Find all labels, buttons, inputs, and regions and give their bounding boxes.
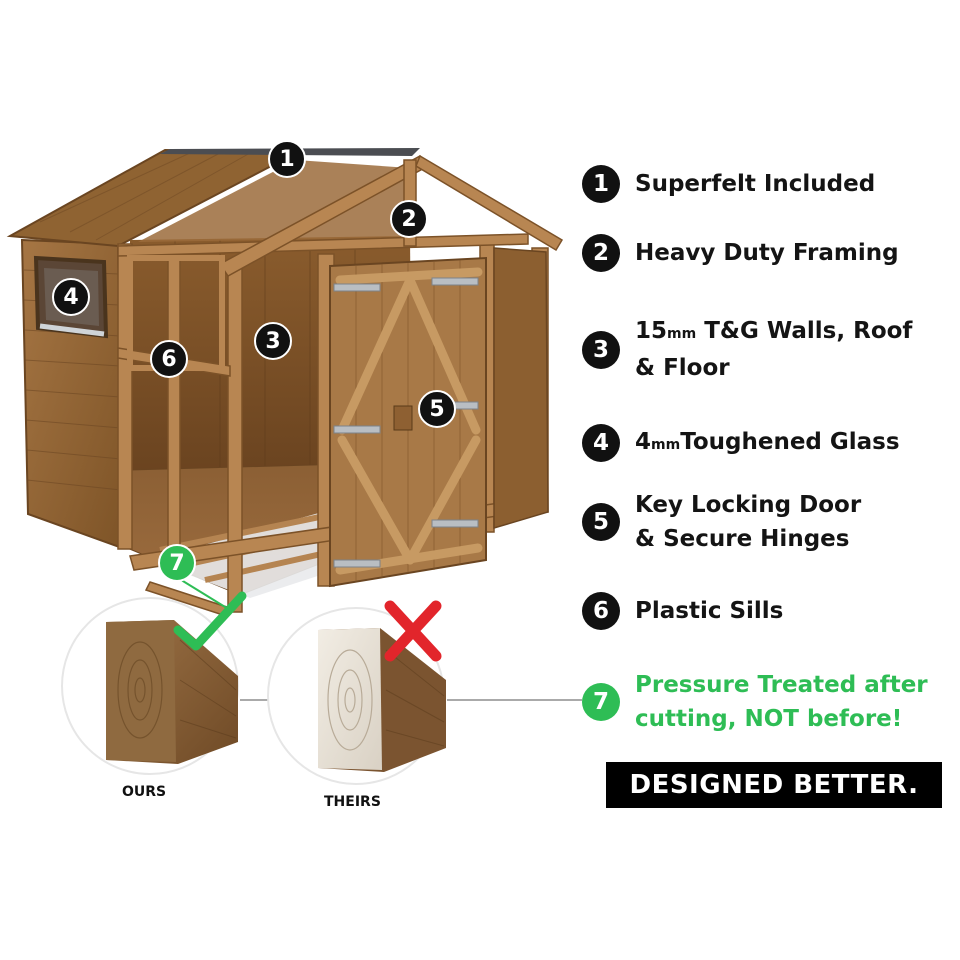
- feature-number: 4: [582, 424, 620, 462]
- marker-5: 5: [418, 390, 456, 428]
- feature-7: 7 Pressure Treated after cutting, NOT be…: [582, 668, 928, 736]
- theirs-label: THEIRS: [324, 794, 381, 810]
- marker-3: 3: [254, 322, 292, 360]
- feature-text-line1: Pressure Treated after: [635, 672, 928, 698]
- cross-icon: [384, 600, 442, 662]
- feature-text-rest: Toughened Glass: [680, 428, 900, 455]
- marker-4: 4: [52, 278, 90, 316]
- feature-text: Key Locking Door & Secure Hinges: [635, 488, 861, 556]
- feature-text: Plastic Sills: [635, 598, 784, 624]
- marker-6: 6: [150, 340, 188, 378]
- feature-unit: mm: [667, 326, 697, 342]
- marker-1: 1: [268, 140, 306, 178]
- feature-text: 4mmToughened Glass: [635, 425, 900, 462]
- feature-number: 2: [582, 234, 620, 272]
- feature-text-line1: Key Locking Door: [635, 492, 862, 518]
- feature-number: 3: [582, 330, 620, 369]
- feature-text: Superfelt Included: [635, 171, 876, 197]
- feature-text: 15mm T&G Walls, Roof & Floor: [635, 314, 912, 385]
- feature-unit: mm: [651, 436, 681, 453]
- feature-3: 3 15mm T&G Walls, Roof & Floor: [582, 314, 912, 385]
- feature-number: 5: [582, 503, 620, 541]
- marker-2: 2: [390, 200, 428, 238]
- feature-2: 2 Heavy Duty Framing: [582, 234, 899, 272]
- feature-number: 7: [582, 683, 620, 721]
- feature-text-line2: cutting, NOT before!: [635, 706, 903, 732]
- feature-5: 5 Key Locking Door & Secure Hinges: [582, 488, 861, 556]
- feature-number: 6: [582, 592, 620, 630]
- feature-text: Heavy Duty Framing: [635, 240, 899, 266]
- feature-text-line2: & Secure Hinges: [635, 526, 850, 552]
- marker-7: 7: [158, 544, 196, 582]
- feature-text: Pressure Treated after cutting, NOT befo…: [635, 668, 928, 736]
- feature-size: 15: [635, 318, 668, 344]
- feature-1: 1 Superfelt Included: [582, 165, 875, 203]
- feature-size: 4: [635, 428, 652, 455]
- feature-text-line2: & Floor: [635, 355, 730, 381]
- feature-number: 1: [582, 165, 620, 203]
- check-icon: [173, 591, 247, 651]
- ours-label: OURS: [122, 784, 167, 800]
- feature-text-rest: T&G Walls, Roof: [696, 318, 913, 344]
- tagline-banner: DESIGNED BETTER.: [606, 762, 942, 808]
- feature-4: 4 4mmToughened Glass: [582, 424, 900, 462]
- feature-6: 6 Plastic Sills: [582, 592, 783, 630]
